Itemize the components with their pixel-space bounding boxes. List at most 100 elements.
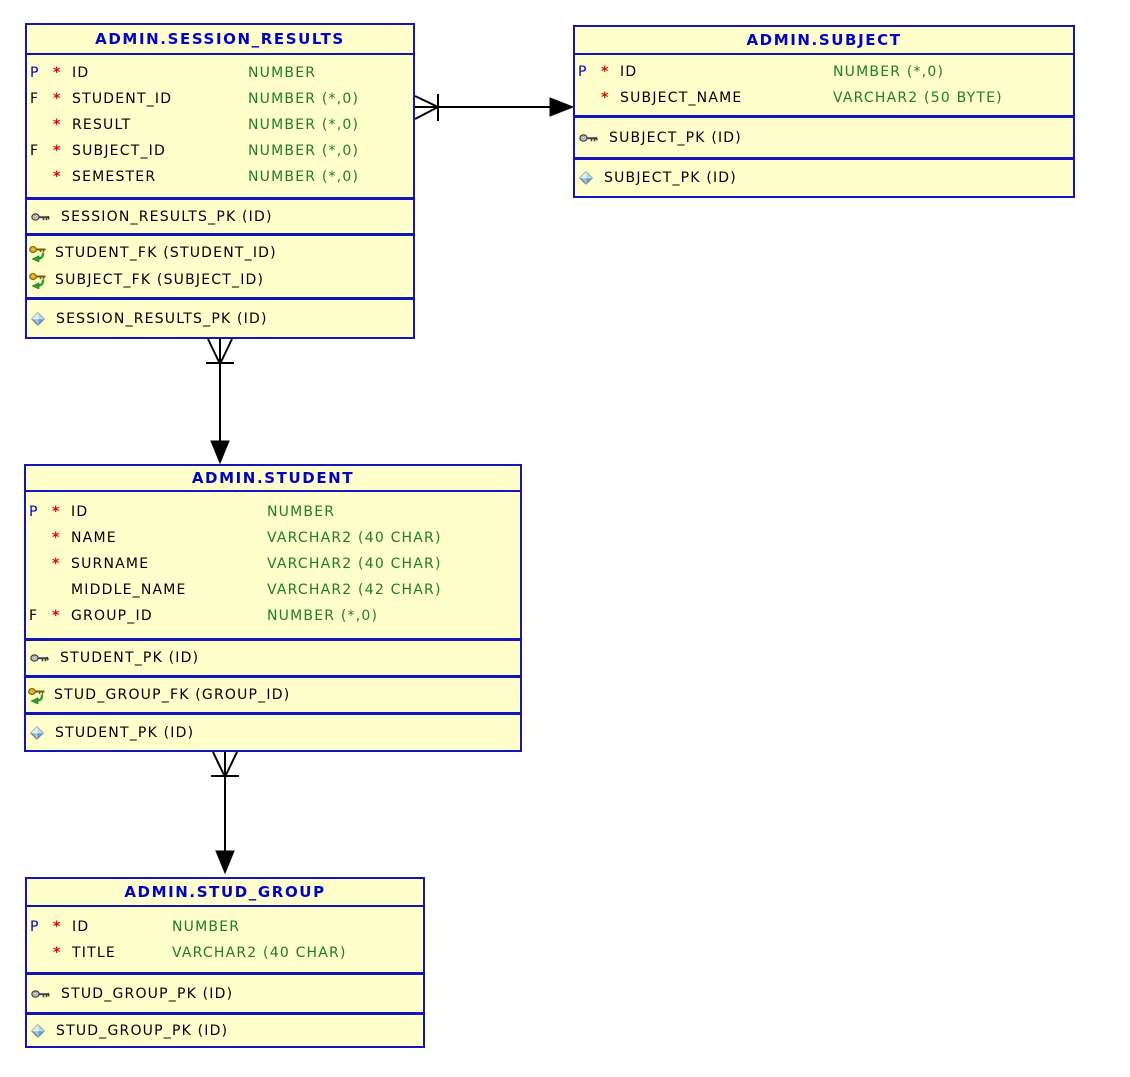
column-row: * TITLE VARCHAR2 (40 CHAR) [27,940,423,966]
key-flag: F [30,91,40,107]
required-marker: * [53,919,62,935]
unique-index-label: STUDENT_PK (ID) [55,724,195,741]
column-name: SUBJECT_ID [72,143,166,159]
key-flag: P [578,64,588,80]
crows-foot-prong [224,751,238,778]
arrowhead [549,97,575,117]
unique-index-section: STUD_GROUP_PK (ID) [27,1012,423,1046]
foreign-key-row: STUD_GROUP_FK (GROUP_ID) [26,682,520,709]
column-name: TITLE [72,945,116,961]
table-title[interactable]: ADMIN.STUD_GROUP [27,879,423,907]
required-marker: * [53,65,62,81]
diamond-icon [30,725,44,740]
foreign-key-label: SUBJECT_FK (SUBJECT_ID) [55,272,265,288]
column-type: VARCHAR2 (40 CHAR) [267,556,442,572]
crows-foot-prong [219,338,233,365]
entity-table-session-results[interactable]: ADMIN.SESSION_RESULTS P*ID NUMBER F * STUD… [25,23,415,339]
column-row: F * GROUP_ID NUMBER (*,0) [26,603,520,629]
table-title[interactable]: ADMIN.SUBJECT [575,27,1073,55]
table-title[interactable]: ADMIN.STUDENT [26,466,520,492]
unique-index-section: SUBJECT_PK (ID) [575,157,1073,196]
required-marker: * [53,169,62,185]
foreign-key-row: SUBJECT_FK (SUBJECT_ID) [27,267,413,294]
column-type: VARCHAR2 (40 CHAR) [172,945,347,961]
entity-table-subject[interactable]: ADMIN.SUBJECT P*ID NUMBER (*,0) *SUBJECT… [573,25,1075,198]
required-marker: * [52,530,61,546]
key-icon [579,132,598,144]
column-name: STUDENT_ID [72,91,173,107]
column-type: NUMBER (*,0) [267,608,379,624]
required-marker: * [53,117,62,133]
crows-foot-prong [414,106,439,120]
unique-index-label: STUD_GROUP_PK (ID) [56,1022,229,1039]
column-type: NUMBER (*,0) [833,64,945,80]
column-name: SUBJECT_NAME [620,90,743,106]
column-row: * RESULT NUMBER (*,0) [27,112,413,138]
key-flag: P [30,919,40,935]
required-marker: * [601,90,610,106]
primary-key-section: STUDENT_PK (ID) [26,638,520,675]
required-marker: * [53,945,62,961]
key-icon [30,652,49,664]
column-row: P*ID NUMBER [26,499,520,525]
primary-key-label: STUD_GROUP_PK (ID) [61,985,234,1002]
key-flag: P [29,504,39,520]
column-type: NUMBER [248,65,317,81]
key-flag: F [30,143,40,159]
relationship-session-results-student[interactable] [206,338,234,465]
columns-section: P*ID NUMBER F * STUDENT_ID NUMBER (*,0) * R… [27,55,413,197]
column-row: P*ID NUMBER (*,0) [575,59,1073,85]
column-name: RESULT [72,117,132,133]
required-marker: * [52,608,61,624]
column-type: NUMBER (*,0) [248,143,360,159]
entity-table-student[interactable]: ADMIN.STUDENT P*ID NUMBER *NAME VARCHAR2… [24,464,522,752]
column-row: *SUBJECT_NAME VARCHAR2 (50 BYTE) [575,85,1073,111]
foreign-keys-section: STUDENT_FK (STUDENT_ID) SUBJECT_FK (SUBJ… [27,233,413,297]
diamond-icon [31,1023,45,1038]
column-type: NUMBER (*,0) [248,117,360,133]
crows-foot-prong [414,95,439,108]
column-name: ID [72,919,90,935]
unique-index-section: STUDENT_PK (ID) [26,712,520,750]
column-name: MIDDLE_NAME [71,582,187,598]
unique-index-label: SUBJECT_PK (ID) [604,170,737,186]
column-name: GROUP_ID [71,608,153,624]
foreign-key-row: STUDENT_FK (STUDENT_ID) [27,240,413,267]
column-name: SURNAME [71,556,150,572]
primary-key-section: STUD_GROUP_PK (ID) [27,972,423,1012]
foreign-keys-section: STUD_GROUP_FK (GROUP_ID) [26,675,520,712]
relationship-session-results-subject[interactable] [414,94,575,121]
required-marker: * [53,143,62,159]
diamond-icon [31,311,45,326]
columns-section: P*ID NUMBER *TITLE VARCHAR2 (40 CHAR) [27,907,423,972]
arrowhead [215,850,235,875]
column-type: VARCHAR2 (42 CHAR) [267,582,442,598]
key-flag: F [29,608,39,624]
required-marker: * [53,91,62,107]
primary-key-section: SUBJECT_PK (ID) [575,115,1073,157]
key-icon [31,988,50,1000]
required-marker: * [52,504,61,520]
column-row: *SEMESTER NUMBER (*,0) [27,164,413,190]
primary-key-label: SESSION_RESULTS_PK (ID) [61,208,273,225]
column-row: *SURNAME VARCHAR2 (40 CHAR) [26,551,520,577]
foreign-key-arrow-icon [29,245,47,262]
columns-section: P*ID NUMBER *NAME VARCHAR2 (40 CHAR) *SU… [26,492,520,638]
column-row: P*ID NUMBER [27,60,413,86]
column-name: SEMESTER [72,169,157,185]
foreign-key-label: STUD_GROUP_FK (GROUP_ID) [54,687,291,703]
column-row: *NAME VARCHAR2 (40 CHAR) [26,525,520,551]
column-row: P*ID NUMBER [27,914,423,940]
arrowhead [210,440,230,465]
required-marker: * [601,64,610,80]
column-row: MIDDLE_NAME VARCHAR2 (42 CHAR) [26,577,520,603]
column-row: F * SUBJECT_ID NUMBER (*,0) [27,138,413,164]
unique-index-section: SESSION_RESULTS_PK (ID) [27,297,413,337]
column-type: NUMBER (*,0) [248,91,360,107]
column-name: ID [71,504,89,520]
table-title[interactable]: ADMIN.SESSION_RESULTS [27,25,413,55]
entity-table-stud-group[interactable]: ADMIN.STUD_GROUP P*ID NUMBER *TITLE VARC… [25,877,425,1048]
relationship-student-stud-group[interactable] [211,751,239,875]
